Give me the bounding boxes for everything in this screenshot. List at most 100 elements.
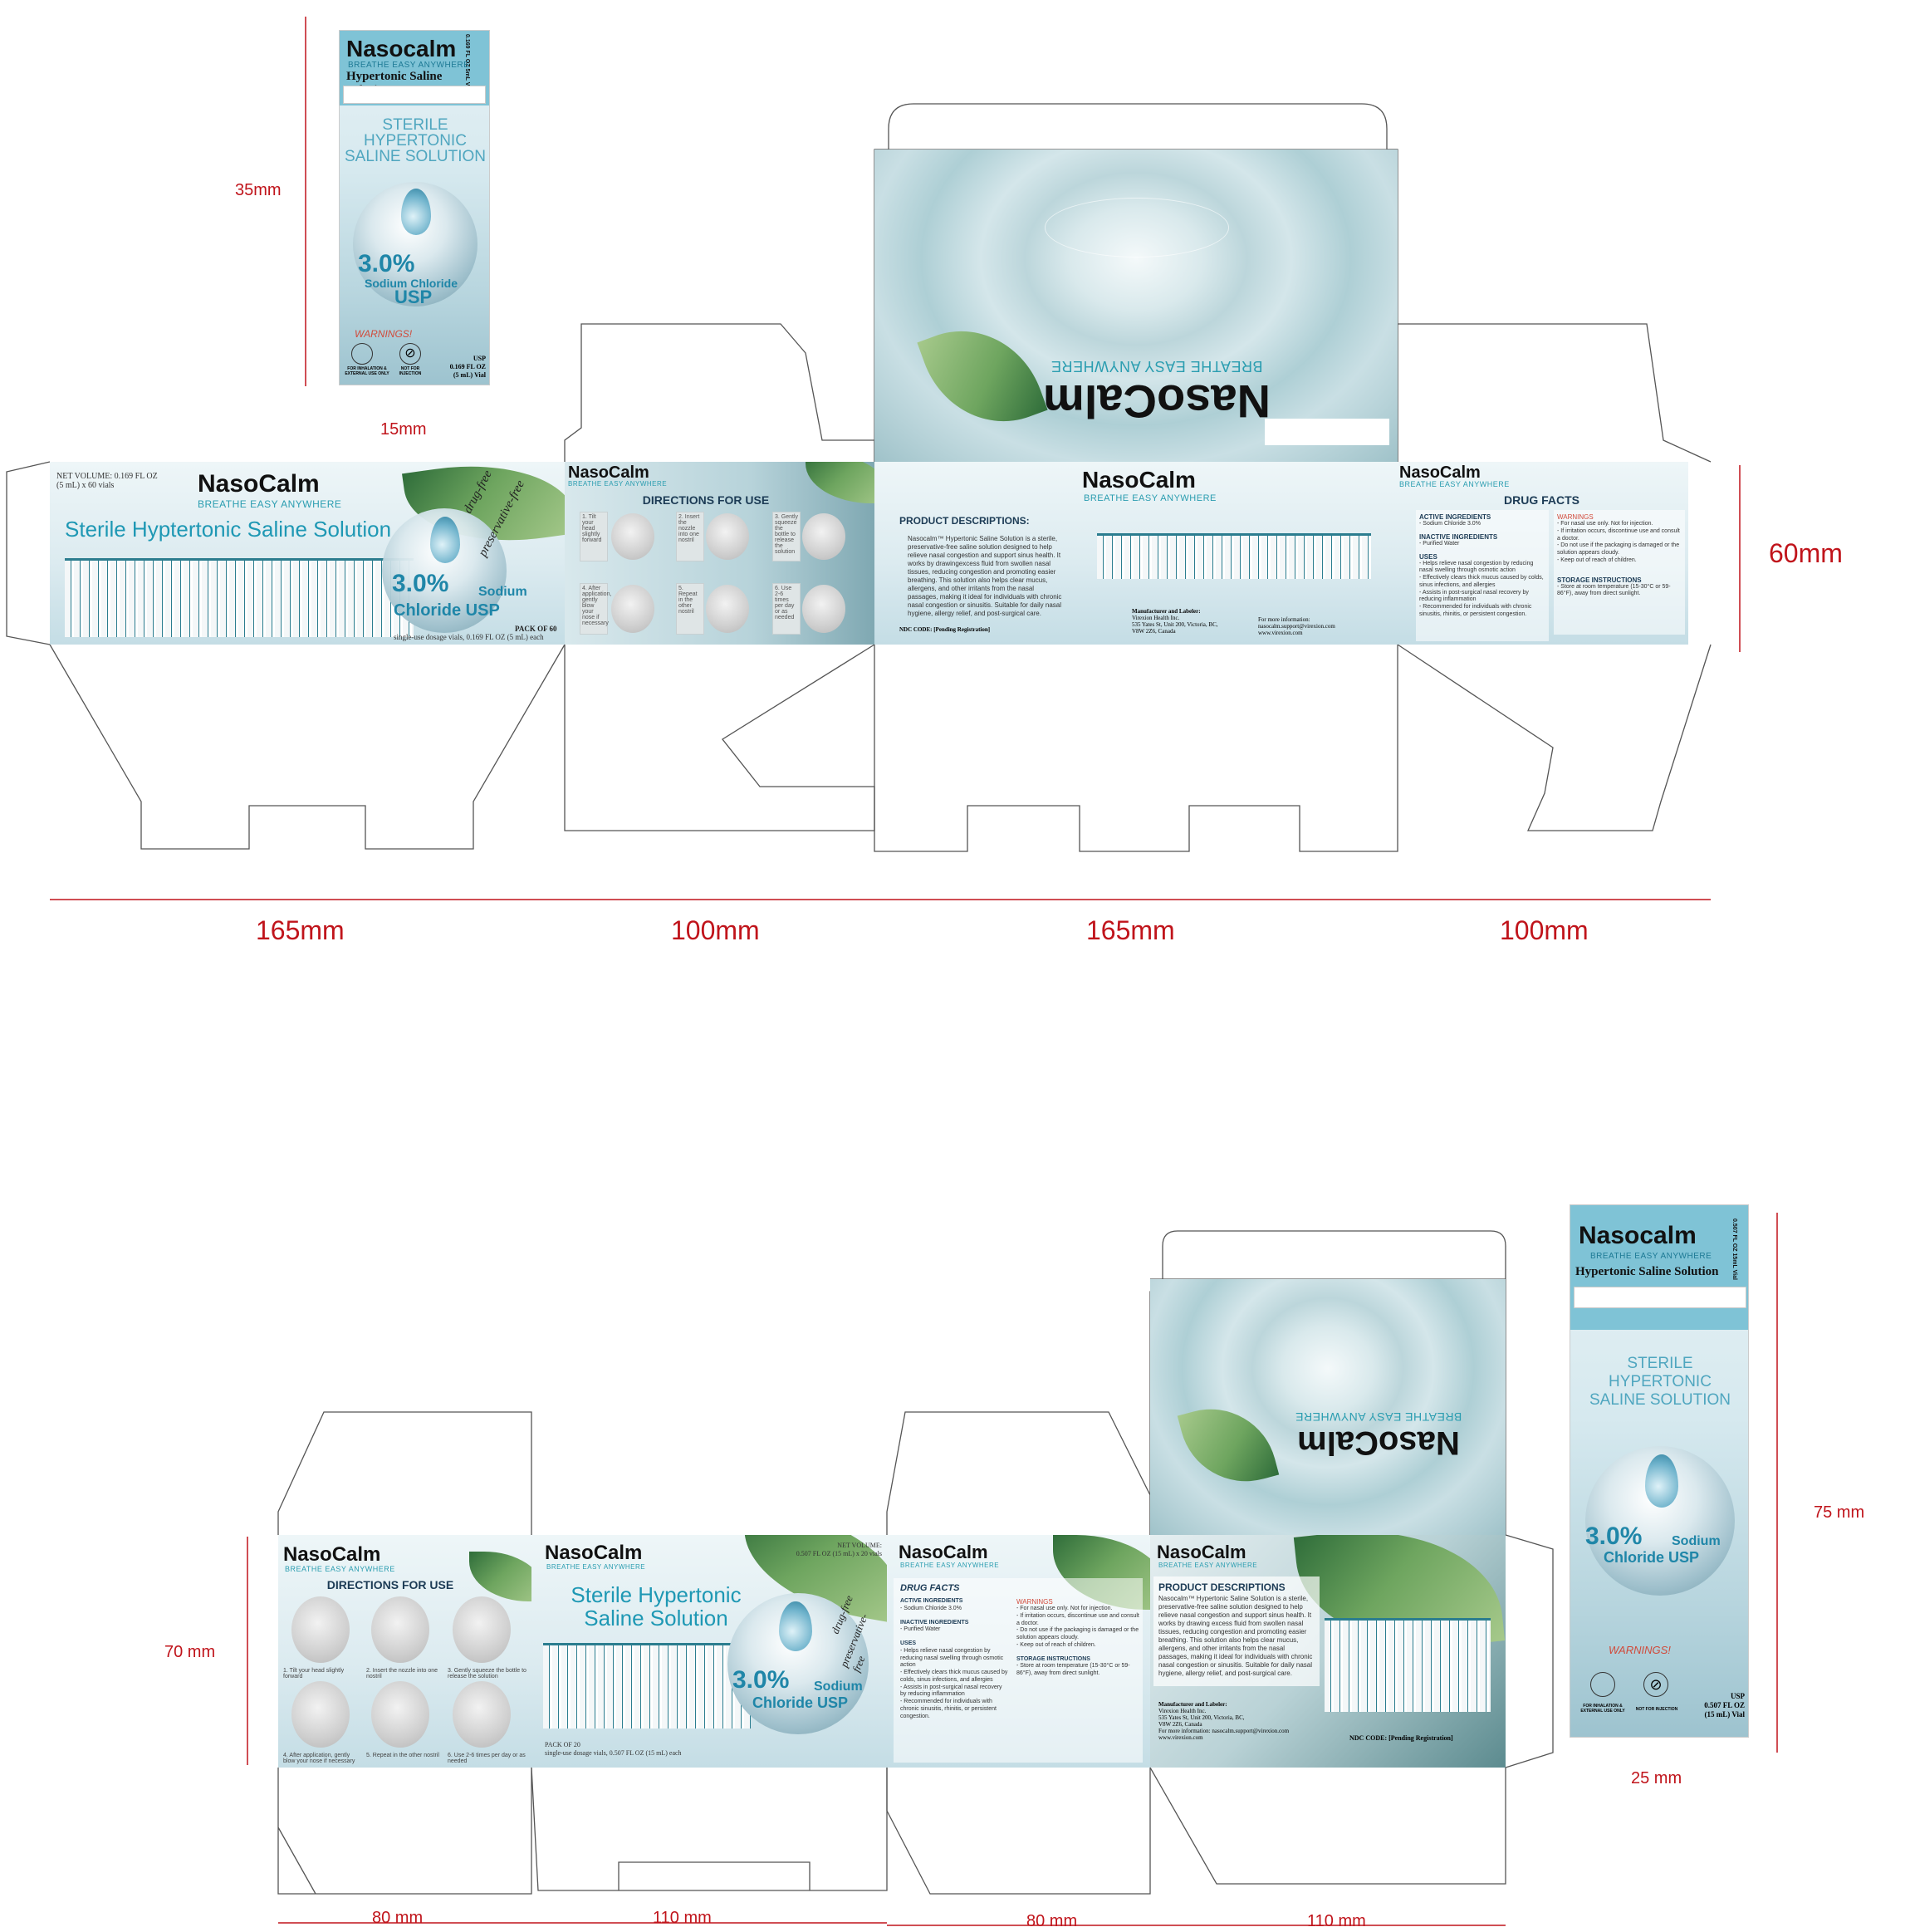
vial1-no-injection-icon: ⊘	[399, 343, 421, 365]
box2-lid-logo: NasoCalm BREATHE EASY ANYWHERE	[1266, 1410, 1491, 1461]
vial1-inhalation-icon	[351, 343, 373, 365]
vial2-warnings: WARNINGS!	[1609, 1644, 1671, 1656]
box2-step-2-image	[371, 1596, 429, 1663]
box2-bottom-flap-2	[531, 1767, 888, 1891]
box2-front-net: NET VOLUME:0.507 FL OZ (15 mL) x 20 vial…	[796, 1542, 882, 1557]
box1-step-3-image	[802, 513, 845, 560]
dim-box2-seg3: 80 mm	[1026, 1912, 1078, 1930]
vial1-percent: 3.0%	[358, 250, 415, 277]
vial2-label: Nasocalm 0.507 FL OZ 15mL Vial BREATHE E…	[1570, 1204, 1749, 1738]
box1-desc-body: Nasocalm™ Hypertonic Saline Solution is …	[908, 535, 1062, 617]
dim-box1-seg3: 165mm	[1086, 915, 1175, 945]
dim-box2-height: 70 mm	[164, 1643, 216, 1661]
box1-front-packdesc: single-use dosage vials, 0.169 FL OZ (5 …	[394, 633, 544, 641]
box2-drugfacts-panel: NasoCalm BREATHE EASY ANYWHERE DRUG FACT…	[887, 1535, 1150, 1768]
vial2-tagline: BREATHE EASY ANYWHERE	[1590, 1252, 1712, 1261]
box1-desc-vials-image	[1097, 533, 1371, 579]
vial2-chloride: Chloride USP	[1604, 1549, 1700, 1566]
box1-lid-brand: NasoCalm	[1043, 375, 1271, 428]
vial1-usp: USP	[394, 287, 433, 307]
box1-desc-info: For more information:nasocalm.support@vi…	[1258, 616, 1335, 636]
box1-front-tagline: BREATHE EASY ANYWHERE	[198, 498, 342, 510]
box2-step-1: 1. Tilt your head slightly forward	[283, 1668, 345, 1679]
box1-facts-right: WARNINGS - For nasal use only. Not for i…	[1554, 510, 1685, 635]
box2-desc-heading: PRODUCT DESCRIPTIONS	[1158, 1581, 1286, 1593]
box2-facts-tagline: BREATHE EASY ANYWHERE	[900, 1562, 1000, 1569]
box2-lid-brand: NasoCalm	[1297, 1424, 1460, 1461]
vial2-inhalation-label: FOR INHALATION & EXTERNAL USE ONLY	[1580, 1704, 1625, 1714]
box2-front-percent: 3.0%	[732, 1666, 790, 1694]
box2-bottom-flap-3	[886, 1768, 1151, 1895]
box1-step-6: 6. Use 2-6 times per day or as needed	[772, 583, 801, 635]
vial2-brand: Nasocalm	[1579, 1222, 1697, 1249]
box2-step-2: 2. Insert the nozzle into one nostril	[366, 1668, 438, 1679]
vial1-lot-box	[343, 86, 486, 104]
box2-dir-title: DIRECTIONS FOR USE	[326, 1578, 454, 1591]
box1-step-5: 5. Repeat in the other nostril	[676, 583, 704, 635]
box1-front-sodium: Sodium	[478, 585, 527, 599]
box1-step-4-image	[611, 585, 654, 633]
vial2-drop-icon	[1645, 1454, 1678, 1508]
box1-facts-brand: NasoCalm	[1399, 463, 1481, 482]
box1-front-pack: PACK OF 60	[515, 625, 557, 633]
box2-right-side-flap	[1505, 1534, 1554, 1768]
box1-lid-tagline: BREATHE EASY ANYWHERE	[1050, 358, 1263, 375]
box1-top-lid-panel: NasoCalm BREATHE EASY ANYWHERE	[874, 150, 1398, 462]
box2-facts-left: ACTIVE INGREDIENTS - Sodium Chloride 3.0…	[900, 1598, 1008, 1719]
box2-front-drop-icon	[779, 1601, 812, 1651]
box1-front-percent: 3.0%	[392, 570, 449, 597]
box1-bottom-flap-1	[49, 644, 566, 850]
box1-facts-title: DRUG FACTS	[1504, 493, 1579, 507]
box2-step-4-image	[291, 1681, 350, 1748]
dim-vial1-height: 35mm	[235, 181, 282, 199]
box2-bottom-flap-1	[277, 1768, 532, 1895]
vial2-sodium: Sodium	[1672, 1534, 1721, 1548]
box2-step-3: 3. Gently squeeze the bottle to release …	[448, 1668, 526, 1679]
box2-facts-title: DRUG FACTS	[900, 1583, 960, 1593]
box2-desc-vials-image	[1325, 1618, 1491, 1712]
vial2-inhalation-icon	[1590, 1672, 1615, 1697]
box1-description-panel: NasoCalm BREATHE EASY ANYWHERE PRODUCT D…	[874, 462, 1398, 645]
vial1-drop-icon	[401, 189, 431, 235]
vial2-injection-label: NOT FOR INJECTION	[1635, 1707, 1678, 1712]
vial2-product: Hypertonic Saline Solution	[1575, 1265, 1719, 1278]
box1-directions-panel: NasoCalm BREATHE EASY ANYWHERE DIRECTION…	[565, 462, 874, 645]
box1-dir-tagline: BREATHE EASY ANYWHERE	[568, 480, 668, 488]
dim-box2-seg2: 110 mm	[653, 1909, 712, 1927]
box2-dir-tagline: BREATHE EASY ANYWHERE	[285, 1565, 395, 1573]
box2-step-4: 4. After application, gently blow your n…	[283, 1753, 355, 1764]
box2-step-6: 6. Use 2-6 times per day or as needed	[448, 1753, 526, 1764]
box2-top-flap-1	[277, 1411, 532, 1535]
box1-desc-tagline: BREATHE EASY ANYWHERE	[1084, 493, 1217, 503]
box2-description-panel: NasoCalm BREATHE EASY ANYWHERE PRODUCT D…	[1150, 1535, 1506, 1768]
vial1-side-volume: 0.169 FL OZ 5mL Vial	[464, 34, 470, 93]
box1-left-side-flap	[6, 461, 51, 645]
box2-dir-brand: NasoCalm	[283, 1543, 381, 1566]
box2-desc-manufacturer: Manufacturer and Labeler:Virexion Health…	[1158, 1701, 1290, 1741]
vial1-tagline: BREATHE EASY ANYWHERE	[348, 61, 470, 70]
box2-front-tagline: BREATHE EASY ANYWHERE	[546, 1563, 646, 1571]
box2-front-chloride: Chloride USP	[752, 1694, 849, 1711]
dim-vial2-width: 25 mm	[1631, 1769, 1682, 1787]
box1-top-flap-4	[1397, 323, 1712, 463]
box1-front-vials-image	[65, 558, 414, 637]
box1-step-1-image	[611, 513, 654, 560]
vial2-no-injection-icon: ⊘	[1643, 1672, 1668, 1697]
box2-step-5: 5. Repeat in the other nostril	[366, 1753, 439, 1758]
vial2-side-volume: 0.507 FL OZ 15mL Vial	[1731, 1219, 1737, 1280]
box1-dir-brand: NasoCalm	[568, 463, 649, 482]
vial1-warnings: WARNINGS!	[355, 328, 413, 340]
box1-front-brand: NasoCalm	[198, 470, 320, 498]
box1-bottom-flap-4	[1397, 644, 1712, 831]
box1-net-volume: NET VOLUME: 0.169 FL OZ(5 mL) x 60 vials	[56, 472, 158, 490]
box2-lid-tagline: BREATHE EASY ANYWHERE	[1295, 1410, 1462, 1424]
box2-facts-right: WARNINGS - For nasal use only. Not for i…	[1016, 1598, 1139, 1676]
box1-step-3: 3. Gently squeeze the bottle to release …	[772, 512, 801, 561]
dim-box1-seg1: 165mm	[256, 915, 345, 945]
dim-vial1-width: 15mm	[380, 420, 427, 439]
box2-bottom-flap-4	[1149, 1767, 1506, 1885]
box2-step-5-image	[371, 1681, 429, 1748]
box1-top-flap-2	[564, 323, 875, 462]
